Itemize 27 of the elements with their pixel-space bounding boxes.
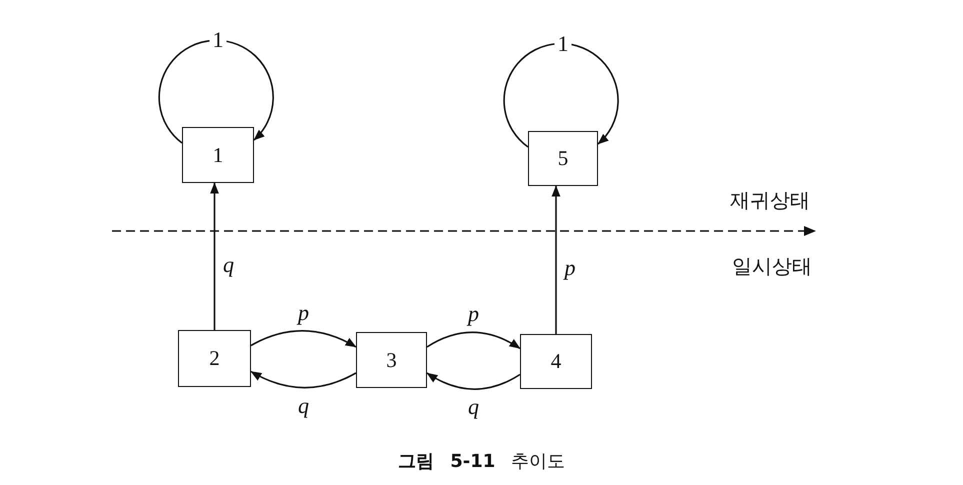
transition-probability-label: p (564, 257, 576, 279)
state-number: 1 (212, 144, 224, 166)
state-box (178, 330, 251, 387)
curved-arrow (426, 332, 520, 350)
state-box (182, 127, 254, 183)
region-label: 재귀상태 (730, 189, 810, 211)
region-label: 일시상태 (732, 255, 812, 277)
state-number: 2 (209, 348, 220, 369)
transition-probability-label: q (223, 254, 234, 276)
state-number: 4 (550, 351, 562, 372)
state-box (528, 131, 598, 186)
transition-probability-label: q (298, 394, 309, 417)
transition-probability-label: p (468, 303, 479, 326)
state-number: 5 (558, 148, 568, 169)
state-box (520, 334, 592, 389)
state-box (356, 332, 427, 388)
arrow (210, 182, 219, 330)
curved-arrow (426, 372, 520, 390)
figure-caption: 그림 5-11 추이도 (398, 451, 566, 473)
self-loop-arrow (158, 40, 274, 144)
curved-arrow (250, 330, 356, 348)
transition-probability-label: q (468, 396, 479, 418)
state-number: 3 (386, 350, 397, 370)
transition-probability-label: p (298, 302, 309, 324)
curved-arrow (250, 370, 356, 388)
arrow (552, 185, 560, 334)
self-loop-arrow (503, 42, 619, 148)
